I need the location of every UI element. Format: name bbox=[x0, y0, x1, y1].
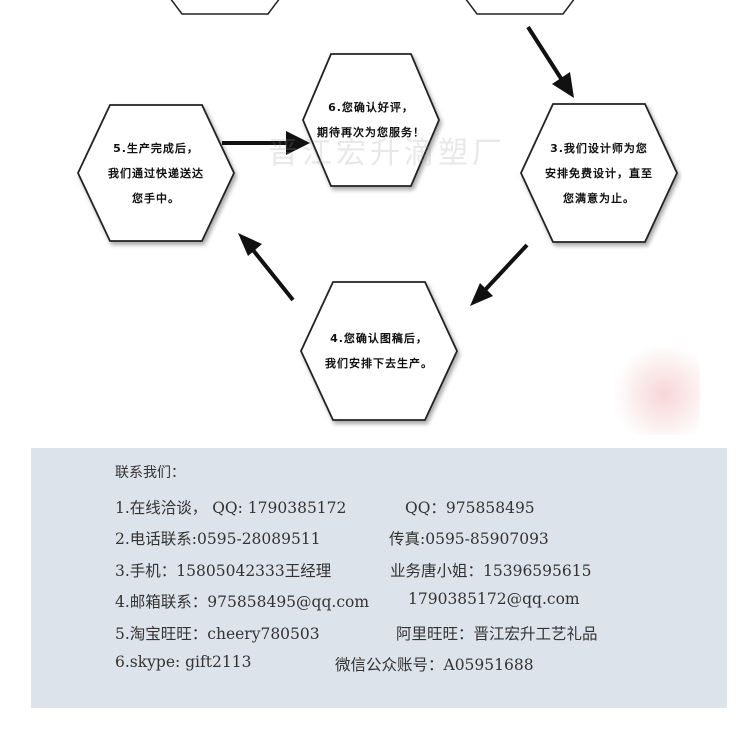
contact-row-1: 1.在线洽谈， QQ: 1790385172 QQ：975858495 bbox=[115, 496, 535, 518]
contact-row-6-left: 6.skype: gift2113 bbox=[115, 653, 252, 671]
step-5-hexagon: 5.生产完成后， 我们通过快递送达 您手中。 bbox=[76, 103, 236, 243]
step-6-line-2: 期待再次为您服务！ bbox=[317, 126, 425, 139]
process-flow: 6.您确认好评， 期待再次为您服务！ 5.生产完成后， 我们通过快递送达 您手中… bbox=[76, 0, 700, 435]
step-6-hexagon: 6.您确认好评， 期待再次为您服务！ bbox=[301, 50, 441, 190]
contact-row-5-right: 阿里旺旺：晋江宏升工艺礼品 bbox=[396, 625, 598, 643]
decorative-glow bbox=[610, 345, 700, 435]
watermark: 晋江宏升滴塑厂 bbox=[268, 136, 506, 171]
contact-row-1-left: 1.在线洽谈， QQ: 1790385172 bbox=[115, 499, 347, 517]
step-4-line-1: 4.您确认图稿后， bbox=[330, 332, 428, 345]
contact-heading: 联系我们： bbox=[115, 465, 185, 481]
step-3-line-2: 安排免费设计，直至 bbox=[545, 166, 653, 180]
contact-row-1-right: QQ：975858495 bbox=[405, 499, 535, 517]
contact-row-4-right: 1790385172@qq.com bbox=[408, 590, 580, 608]
contact-row-3-right: 业务唐小姐：15396595615 bbox=[390, 562, 592, 580]
contact-row-4-left: 4.邮箱联系：975858495@qq.com bbox=[115, 593, 370, 611]
step-6-line-1: 6.您确认好评， bbox=[328, 101, 414, 114]
arrows bbox=[222, 25, 574, 306]
contact-row-6: 6.skype: gift2113 微信公众账号：A05951688 bbox=[115, 653, 534, 674]
step-3-hexagon: 3.我们设计师为您 安排免费设计，直至 您满意为止。 bbox=[519, 102, 679, 244]
step-3-line-3: 您满意为止。 bbox=[563, 191, 635, 205]
step-4-hexagon: 4.您确认图稿后， 我们安排下去生产。 bbox=[299, 280, 459, 422]
step-4-line-2: 我们安排下去生产。 bbox=[325, 357, 433, 370]
contact-row-2-right: 传真:0595-85907093 bbox=[389, 530, 549, 548]
contact-row-6-right: 微信公众账号：A05951688 bbox=[335, 656, 534, 674]
step-5-line-2: 我们通过快递送达 bbox=[108, 166, 204, 180]
contact-row-2-left: 2.电话联系:0595-28089511 bbox=[115, 530, 321, 548]
step-5-line-3: 您手中。 bbox=[132, 191, 180, 205]
contact-row-2: 2.电话联系:0595-28089511 传真:0595-85907093 bbox=[115, 527, 549, 549]
contact-row-4: 4.邮箱联系：975858495@qq.com 1790385172@qq.co… bbox=[115, 590, 580, 612]
step-3-line-1: 3.我们设计师为您 bbox=[550, 141, 648, 155]
contact-row-5-left: 5.淘宝旺旺：cheery780503 bbox=[115, 625, 320, 643]
contact-row-3: 3.手机：15805042333王经理 业务唐小姐：15396595615 bbox=[115, 559, 591, 581]
contact-row-5: 5.淘宝旺旺：cheery780503 阿里旺旺：晋江宏升工艺礼品 bbox=[115, 622, 598, 644]
contact-panel: 联系我们： 1.在线洽谈， QQ: 1790385172 QQ：97585849… bbox=[31, 448, 727, 708]
top-right-hexagon-partial bbox=[465, 0, 575, 15]
contact-row-3-left: 3.手机：15805042333王经理 bbox=[115, 562, 332, 580]
step-5-line-1: 5.生产完成后， bbox=[113, 141, 199, 155]
top-left-hexagon-partial bbox=[170, 0, 280, 15]
